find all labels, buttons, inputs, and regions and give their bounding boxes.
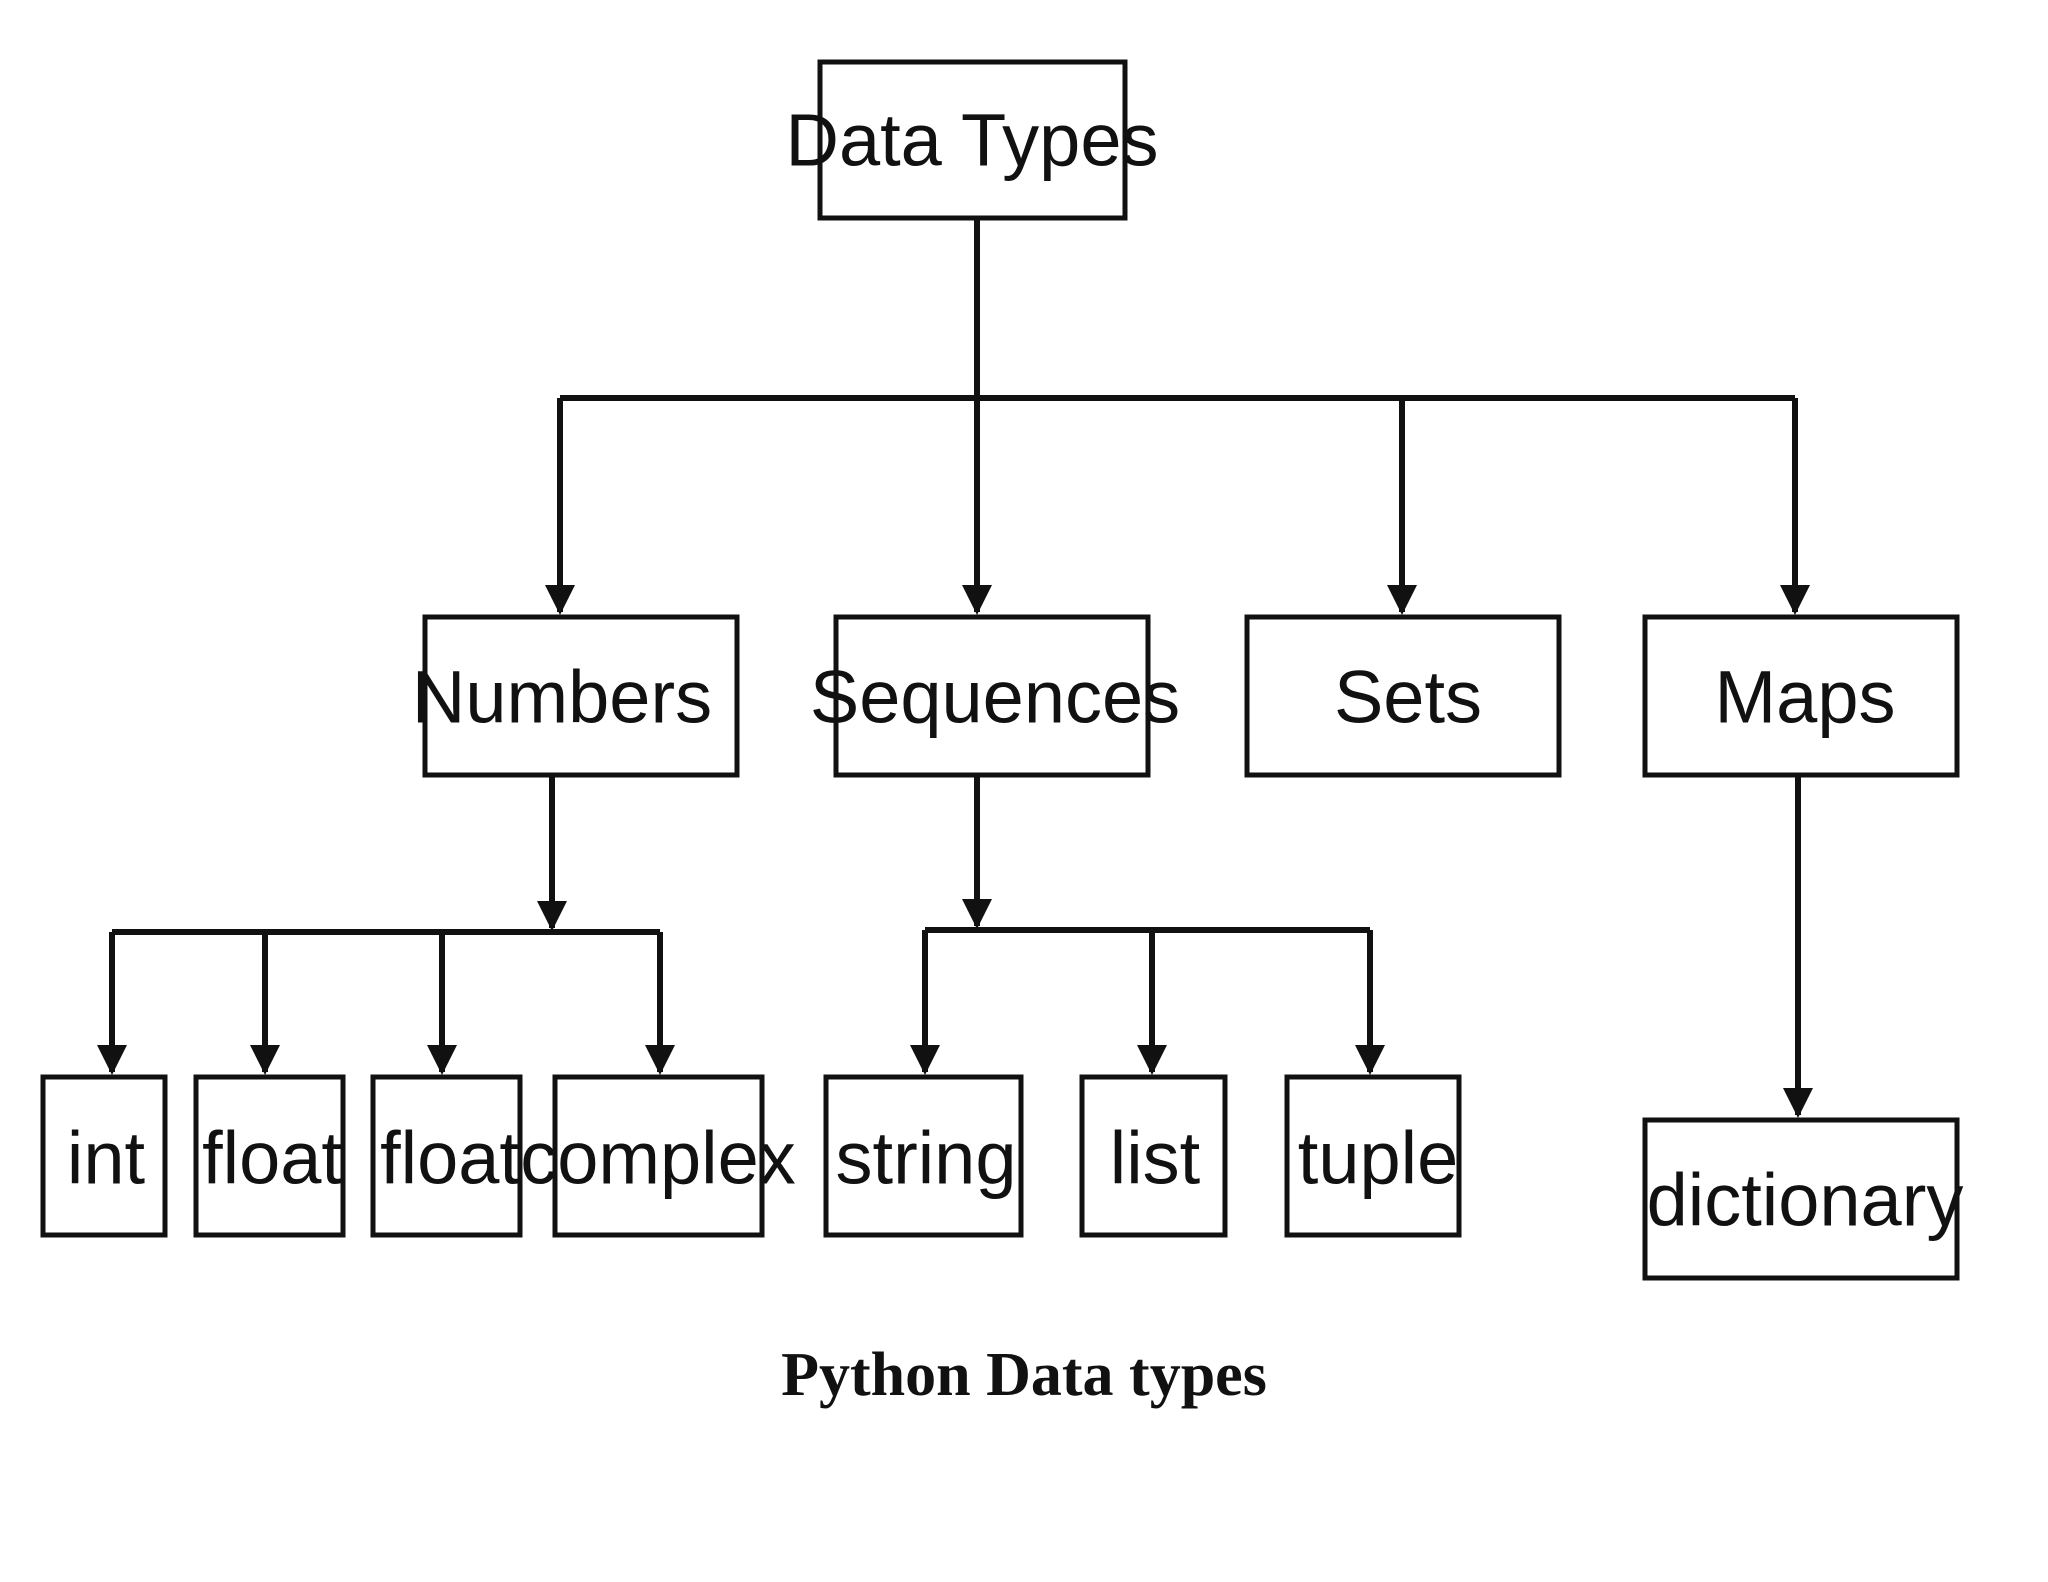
node-label-dictionary: dictionary [1647, 1159, 1964, 1242]
node-label-sequences: Sequences [810, 656, 1180, 739]
node-string: string [823, 1074, 1024, 1238]
edges-sequences [910, 775, 1385, 1075]
node-label-complex: complex [520, 1117, 796, 1200]
edges-numbers [97, 775, 675, 1075]
node-float-1: float [193, 1074, 346, 1238]
node-label-float-2: float [380, 1117, 520, 1200]
node-box-float-1 [193, 1074, 346, 1238]
node-label-list: list [1110, 1117, 1201, 1200]
node-box-tuple [1284, 1074, 1462, 1238]
node-int: int [40, 1074, 168, 1238]
node-label-sets: Sets [1334, 656, 1482, 739]
node-box-maps [1642, 614, 1960, 778]
node-complex: complex [520, 1074, 796, 1238]
node-box-int [40, 1074, 168, 1238]
node-label-maps: Maps [1715, 656, 1896, 739]
node-box-data-types [817, 59, 1128, 221]
node-label-tuple: tuple [1298, 1117, 1458, 1200]
node-label-data-types: Data Types [786, 99, 1159, 182]
node-sets: Sets [1244, 614, 1562, 778]
node-dictionary: dictionary [1642, 1117, 1964, 1281]
node-box-numbers [422, 614, 740, 778]
node-box-complex [552, 1074, 765, 1238]
edges-root [545, 218, 1810, 615]
node-sequences: Sequences [810, 614, 1180, 778]
node-tuple: tuple [1284, 1074, 1462, 1238]
node-box-list [1079, 1074, 1228, 1238]
node-float-2: float [370, 1074, 523, 1238]
node-numbers: Numbers [412, 614, 740, 778]
node-data-types: Data Types [786, 59, 1159, 221]
node-box-float-2 [370, 1074, 523, 1238]
node-list: list [1079, 1074, 1228, 1238]
node-maps: Maps [1642, 614, 1960, 778]
node-box-dictionary [1642, 1117, 1960, 1281]
node-label-string: string [836, 1117, 1017, 1200]
node-label-float-1: float [202, 1117, 342, 1200]
node-label-numbers: Numbers [412, 656, 712, 739]
node-box-sets [1244, 614, 1562, 778]
node-box-sequences [833, 614, 1151, 778]
node-label-int: int [67, 1117, 146, 1200]
diagram-caption: Python Data types [781, 1341, 1267, 1409]
node-box-string [823, 1074, 1024, 1238]
